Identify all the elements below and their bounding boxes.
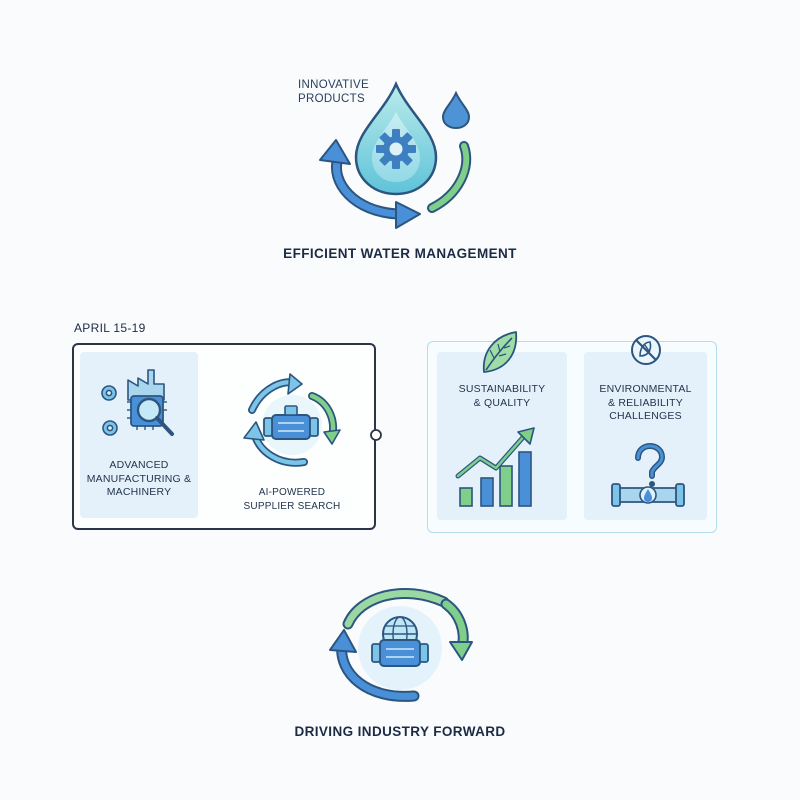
no-pollution-icon	[631, 335, 661, 365]
pipe-question-icon	[611, 442, 685, 507]
frame-connector-dot	[370, 429, 382, 441]
caption-line-1: INNOVATIVE	[298, 79, 369, 91]
small-gear-icon	[101, 385, 117, 401]
innovative-products-caption: INNOVATIVE PRODUCTS	[298, 78, 408, 106]
small-drop-icon	[441, 90, 471, 130]
supplier-search-label: AI-POWERED SUPPLIER SEARCH	[243, 487, 341, 512]
main-title: EFFICIENT WATER MANAGEMENT	[283, 246, 517, 261]
event-date: APRIL 15-19	[74, 321, 146, 335]
water-cycle-icon	[319, 80, 472, 229]
manufacturing-label: ADVANCED MANUFACTURING & MACHINERY	[86, 459, 192, 498]
footer-title: DRIVING INDUSTRY FORWARD	[294, 724, 506, 739]
challenges-label: ENVIRONMENTAL & RELIABILITY CHALLENGES	[599, 383, 692, 422]
factory-inspection-icon	[101, 369, 174, 436]
sustainability-label: SUSTAINABILITY & QUALITY	[458, 383, 546, 409]
caption-line-2: PRODUCTS	[298, 93, 365, 105]
growth-chart-icon	[455, 427, 535, 507]
industry-cycle-icon	[329, 588, 473, 702]
pump-cycle-icon	[243, 373, 341, 467]
magnifier-icon	[136, 397, 162, 423]
leaf-icon	[482, 331, 518, 373]
gear-icon	[376, 129, 416, 169]
